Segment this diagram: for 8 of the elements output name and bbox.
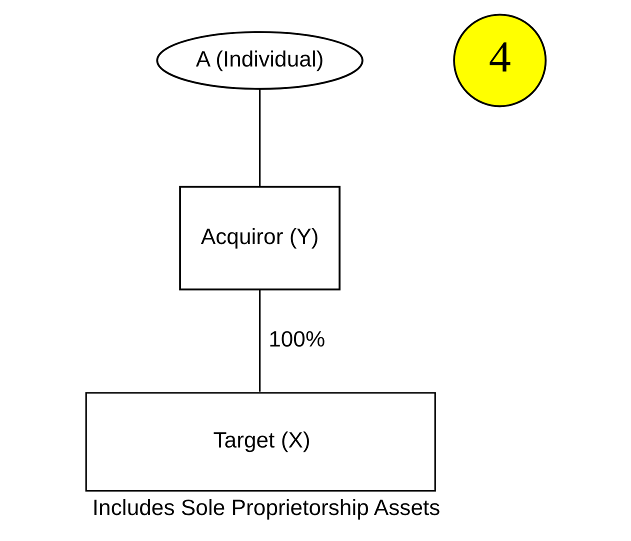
edge-label: 100%	[268, 326, 326, 352]
node-box: Acquiror (Y)	[179, 186, 341, 290]
node-circle: 4	[453, 14, 547, 108]
node-ellipse: A (Individual)	[156, 31, 364, 90]
node-box: Target (X)	[85, 392, 436, 492]
node-label: Includes Sole Proprietorship Assets	[92, 494, 440, 520]
connector	[259, 290, 261, 392]
connector	[259, 89, 261, 186]
